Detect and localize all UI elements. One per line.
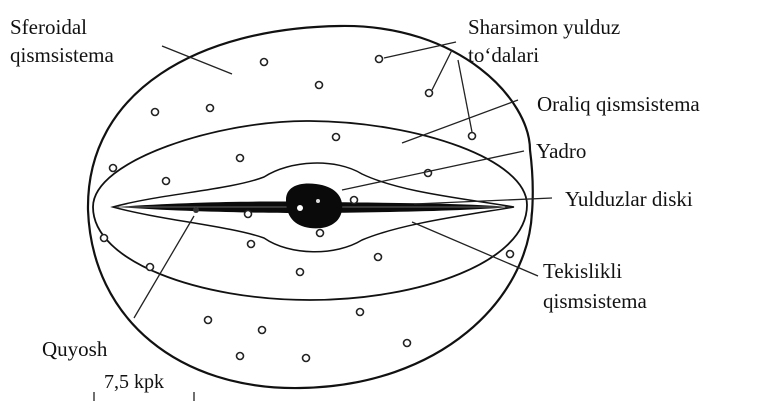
globular-cluster [259, 327, 266, 334]
label-sun: Quyosh [42, 337, 108, 361]
globular-cluster [333, 134, 340, 141]
label-spheroidal-line1: Sferoidal [10, 15, 87, 39]
leader-spheroidal [162, 46, 232, 74]
label-flat-line1: Tekislikli [543, 259, 622, 283]
label-intermediate: Oraliq qismsistema [537, 92, 700, 116]
label-scale: 7,5 kpk [104, 371, 164, 393]
globular-cluster [469, 133, 476, 140]
globular-cluster [316, 82, 323, 89]
globular-cluster [147, 264, 154, 271]
globular-cluster [507, 251, 514, 258]
sun-marker [193, 207, 199, 213]
globular-cluster [110, 165, 117, 172]
nucleus [286, 184, 342, 229]
label-spheroidal-line2: qismsistema [10, 43, 115, 67]
globular-cluster [261, 59, 268, 66]
globular-cluster [205, 317, 212, 324]
globular-cluster [152, 109, 159, 116]
globular-cluster [101, 235, 108, 242]
globular-cluster [317, 230, 324, 237]
globular-cluster [357, 309, 364, 316]
leader-nucleus [342, 151, 524, 190]
label-flat-line2: qismsistema [543, 289, 648, 313]
label-globular-line1: Sharsimon yulduz [468, 15, 620, 39]
globular-cluster [245, 211, 252, 218]
leader-intermediate [402, 100, 518, 143]
leader-globular-1 [384, 42, 456, 58]
globular-cluster [375, 254, 382, 261]
globular-cluster [207, 105, 214, 112]
globular-cluster [248, 241, 255, 248]
nucleus-speck [297, 205, 303, 211]
nucleus-speck [316, 199, 320, 203]
globular-cluster [237, 155, 244, 162]
leader-stellar-disk [414, 198, 552, 204]
globular-cluster [404, 340, 411, 347]
label-globular-line2: to‘dalari [468, 43, 539, 67]
label-stellar-disk: Yulduzlar diski [565, 187, 693, 211]
label-nucleus: Yadro [536, 139, 586, 163]
globular-cluster [351, 197, 358, 204]
leader-globular-2 [432, 50, 452, 90]
globular-cluster [426, 90, 433, 97]
globular-cluster [376, 56, 383, 63]
globular-cluster [237, 353, 244, 360]
globular-cluster [297, 269, 304, 276]
globular-cluster [303, 355, 310, 362]
globular-cluster [163, 178, 170, 185]
